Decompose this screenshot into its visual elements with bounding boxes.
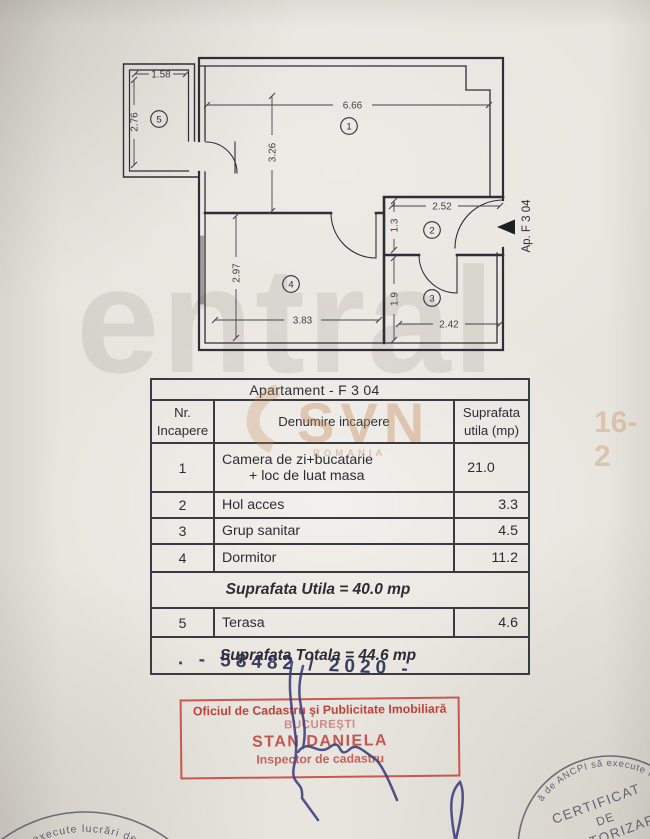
row3-area: 4.5 xyxy=(453,517,530,545)
room-circle-1 xyxy=(340,117,358,135)
area-table: Apartament - F 3 04 Nr. Incapere Denumir… xyxy=(150,378,530,675)
table-row: 5 Terasa 4.6 xyxy=(150,607,530,638)
row3-number: 3 xyxy=(150,517,215,545)
dim-hall-height: 1.3 xyxy=(390,218,401,232)
watermark-svn-subtext: ROMANIA xyxy=(313,448,387,459)
table-title: Apartament - F 3 04 xyxy=(150,378,530,401)
round-stamp-right: ă de ANCPI să execute lucrări c CERTIFIC… xyxy=(517,755,650,839)
row1-number: 1 xyxy=(150,442,215,493)
dim-terasa-width: 1.58 xyxy=(151,70,171,81)
table-row: 4 Dormitor 11.2 xyxy=(150,543,530,573)
row1-name-line1: Camera de zi+bucatarie xyxy=(222,451,374,468)
header-area-line2: utila (mp) xyxy=(464,422,519,438)
row3-name: Grup sanitar xyxy=(213,517,455,545)
round-stamp-right-rim xyxy=(517,755,650,839)
row4-name: Dormitor xyxy=(213,543,455,573)
dim-terasa-height: 2.76 xyxy=(130,112,141,132)
row5-number: 5 xyxy=(150,607,215,638)
row2-number: 2 xyxy=(150,491,215,519)
room-number-1: 1 xyxy=(346,122,351,133)
subtotal-text: Suprafata Utila = 40.0 mp xyxy=(150,571,530,609)
apartment-label: Ap. F 3 04 xyxy=(521,199,533,253)
room-number-5: 5 xyxy=(156,115,161,126)
subtotal-row: Suprafata Utila = 40.0 mp xyxy=(150,571,530,609)
watermark-svn-text: SVN xyxy=(297,391,431,454)
round-stamp-left: să execute lucrări de ca xyxy=(1,811,169,839)
row5-name: Terasa xyxy=(213,607,455,638)
round-stamp-left-arc-text: să execute lucrări de ca xyxy=(14,823,156,839)
entrance-arrow-icon xyxy=(497,219,515,235)
dim-living-width: 6.66 xyxy=(343,101,363,112)
round-stamp-left-rim xyxy=(1,811,169,839)
row1-name-line2: + loc de luat masa xyxy=(249,467,365,484)
terrace-inner-wall xyxy=(128,69,190,172)
dim-hall-width: 2.52 xyxy=(432,202,452,213)
row4-area: 11.2 xyxy=(453,543,530,573)
signature-stroke-4 xyxy=(450,779,464,839)
header-room-number: Nr. Incapere xyxy=(150,399,215,444)
dim-living-height: 3.26 xyxy=(268,142,279,162)
row1-name: Camera de zi+bucatarie + loc de luat mas… xyxy=(213,442,455,493)
red-stamp-inspector-title: Inspector de cadastru xyxy=(256,751,385,767)
terrace-outer-wall xyxy=(122,63,200,178)
room-circle-5 xyxy=(150,110,168,128)
watermark-phone-fragment: 16-2 xyxy=(594,406,638,473)
header-room-name: Denumire incapere xyxy=(213,399,455,444)
row5-area: 4.6 xyxy=(453,607,530,638)
total-text: Suprafata Totala = 44.6 mp xyxy=(150,636,530,675)
table-row: 3 Grup sanitar 4.5 xyxy=(150,517,530,545)
round-stamp-right-arc-text: ă de ANCPI să execute lucrări c xyxy=(536,758,650,804)
certificate-line2: DE xyxy=(594,809,616,829)
header-room-number-line2: Incapere xyxy=(156,422,209,438)
header-room-number-line1: Nr. xyxy=(174,405,191,421)
total-row: Suprafata Totala = 44.6 mp xyxy=(150,636,530,675)
certificate-line3: AUTORIZARE xyxy=(567,808,650,839)
row1-area: 21.0 xyxy=(453,442,530,493)
row2-name: Hol acces xyxy=(213,491,455,519)
row2-area: 3.3 xyxy=(453,491,530,519)
table-row: 2 Hol acces 3.3 xyxy=(150,491,530,519)
table-row: 1 Camera de zi+bucatarie + loc de luat m… xyxy=(150,442,530,493)
header-area-line1: Suprafata xyxy=(462,405,521,421)
header-area: Suprafata utila (mp) xyxy=(453,399,530,444)
row4-number: 4 xyxy=(150,543,215,573)
certificate-line1: CERTIFICAT xyxy=(550,781,643,827)
red-office-stamp: Oficiul de Cadastru şi Publicitate Imobi… xyxy=(179,696,461,780)
